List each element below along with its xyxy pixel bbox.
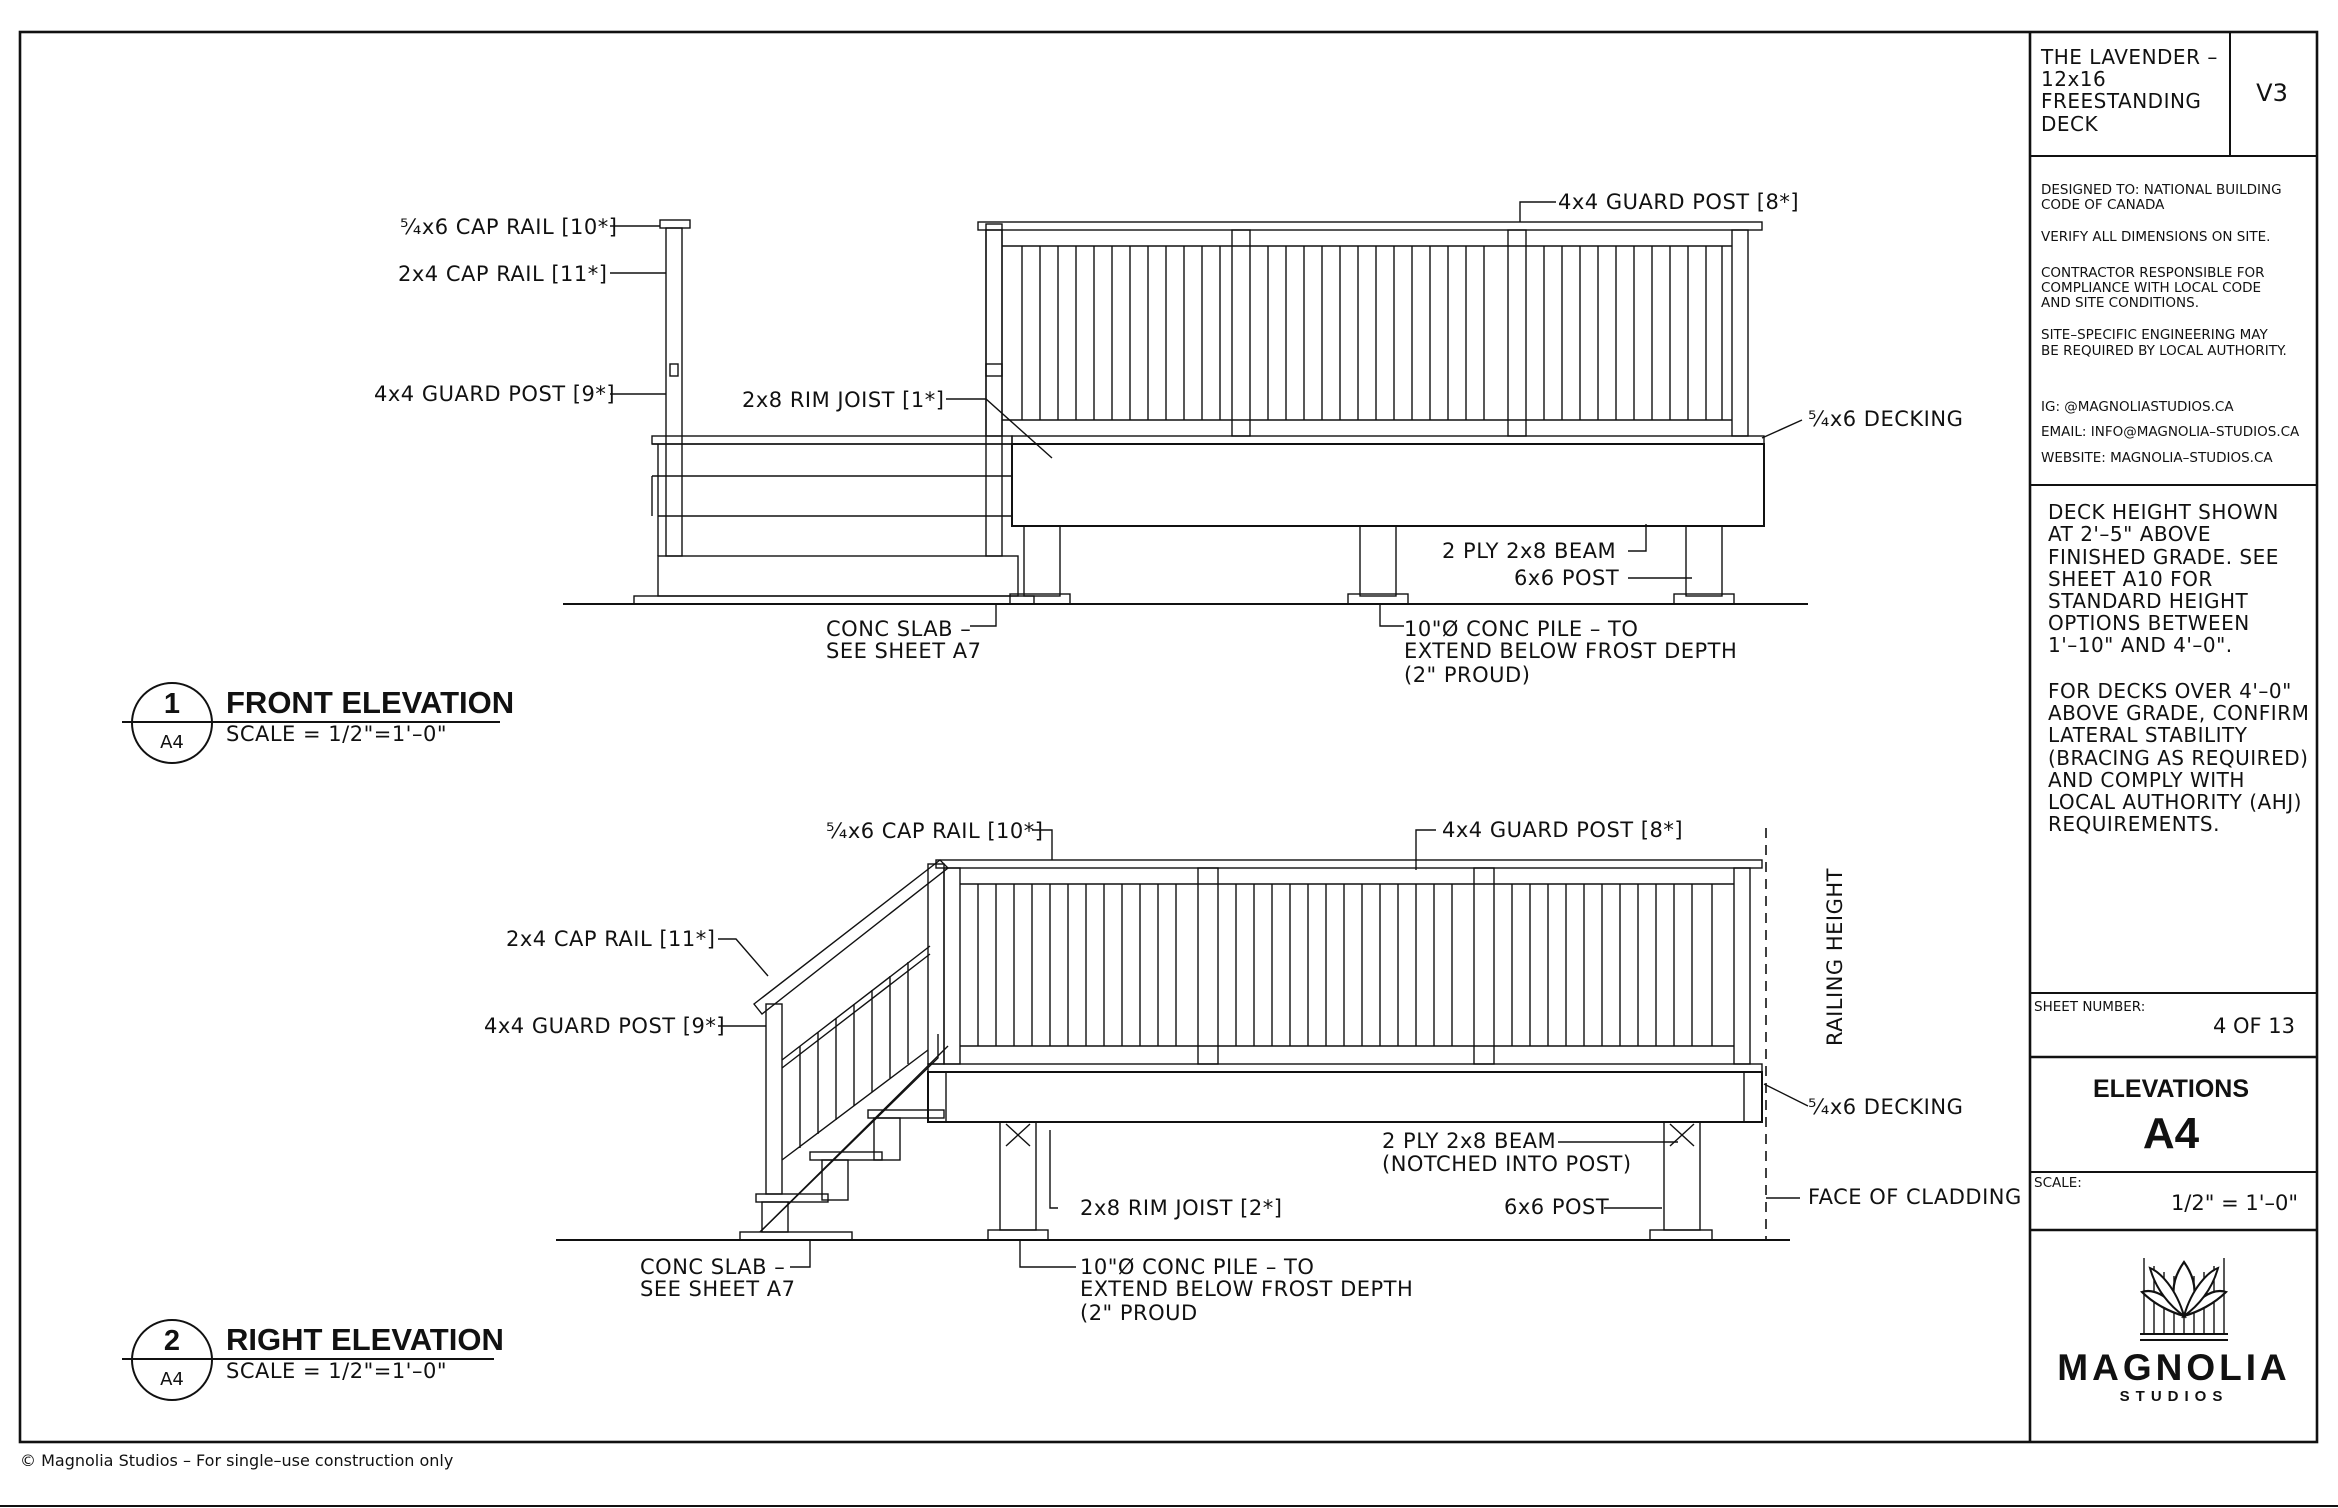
contacts: IG: @MAGNOLIASTUDIOS.CA EMAIL: INFO@MAGN… <box>2041 399 2300 466</box>
note-line: (BRACING AS REQUIRED) <box>2048 746 2308 770</box>
note-line: SHEET A10 FOR <box>2048 567 2213 591</box>
guard-post-label: 4x4 GUARD POST [8*] <box>1558 190 1799 214</box>
note-line: BE REQUIRED BY LOCAL AUTHORITY. <box>2041 343 2287 359</box>
beam-label: 2 PLY 2x8 BEAM <box>1382 1129 1556 1153</box>
view-scale: SCALE = 1/2"=1'–0" <box>226 1359 447 1383</box>
view-sheet-ref: A4 <box>160 1369 184 1390</box>
right-leaders <box>718 829 1809 1268</box>
note-line: AT 2'–5" ABOVE <box>2048 522 2211 546</box>
project-line: FREESTANDING <box>2041 89 2201 113</box>
project-line: 12x16 <box>2041 67 2106 91</box>
note-line: DESIGNED TO: NATIONAL BUILDING <box>2041 182 2282 198</box>
magnolia-logo-icon <box>2139 1258 2229 1341</box>
railing-height-label: RAILING HEIGHT <box>1823 868 1847 1046</box>
logo-subtitle: STUDIOS <box>2120 1388 2229 1405</box>
cap-rail-label: ⁵⁄₄x6 CAP RAIL [10*] <box>826 819 1043 843</box>
decking-label: ⁵⁄₄x6 DECKING <box>1808 407 1963 431</box>
note-line: VERIFY ALL DIMENSIONS ON SITE. <box>2041 229 2270 245</box>
note-line: STANDARD HEIGHT <box>2048 589 2248 613</box>
note-line: FOR DECKS OVER 4'–0" <box>2048 679 2292 703</box>
deck-height-notes: DECK HEIGHT SHOWN AT 2'–5" ABOVE FINISHE… <box>2048 500 2309 836</box>
front-labels: ⁵⁄₄x6 CAP RAIL [10*] 2x4 CAP RAIL [11*] … <box>374 190 1963 687</box>
footer-copyright: © Magnolia Studios – For single–use cons… <box>20 1451 453 1470</box>
cladding-label: FACE OF CLADDING <box>1808 1185 2022 1209</box>
note-line: COMPLIANCE WITH LOCAL CODE <box>2041 280 2261 296</box>
website-text: WEBSITE: MAGNOLIA–STUDIOS.CA <box>2041 450 2273 466</box>
slab-label: CONC SLAB – <box>640 1255 785 1279</box>
guard-post-label: 4x4 GUARD POST [9*] <box>484 1014 725 1038</box>
post-label: 6x6 POST <box>1504 1195 1609 1219</box>
note-line: CONTRACTOR RESPONSIBLE FOR <box>2041 265 2264 281</box>
rim-joist-label: 2x8 RIM JOIST [1*] <box>742 388 944 412</box>
note-line: REQUIREMENTS. <box>2048 812 2220 836</box>
sheet-id: A4 <box>2143 1109 2200 1158</box>
slab-label: CONC SLAB – <box>826 617 971 641</box>
note-line: AND SITE CONDITIONS. <box>2041 295 2199 311</box>
view-number: 1 <box>164 688 180 720</box>
note-line: CODE OF CANADA <box>2041 197 2165 213</box>
pile-label: (2" PROUD <box>1080 1301 1198 1325</box>
note-line: ABOVE GRADE, CONFIRM <box>2048 701 2309 725</box>
front-elevation-drawing <box>563 219 1808 605</box>
right-view-title: 2 A4 RIGHT ELEVATION SCALE = 1/2"=1'–0" <box>122 1319 504 1401</box>
pile-label: 10"Ø CONC PILE – TO <box>1080 1255 1314 1279</box>
slab-label: SEE SHEET A7 <box>826 639 981 663</box>
project-name: THE LAVENDER – 12x16 FREESTANDING DECK <box>2040 45 2218 136</box>
right-labels: ⁵⁄₄x6 CAP RAIL [10*] 4x4 GUARD POST [8*]… <box>484 818 2022 1325</box>
guard-post-label: 4x4 GUARD POST [9*] <box>374 382 615 406</box>
sheet-border <box>18 30 2319 1444</box>
view-title: FRONT ELEVATION <box>226 685 514 720</box>
version-label: V3 <box>2256 79 2288 107</box>
cap-rail-label: 2x4 CAP RAIL [11*] <box>506 927 715 951</box>
beam-label: (NOTCHED INTO POST) <box>1382 1152 1632 1176</box>
view-title: RIGHT ELEVATION <box>226 1322 504 1357</box>
general-requirements: DESIGNED TO: NATIONAL BUILDING CODE OF C… <box>2041 182 2287 359</box>
project-line: DECK <box>2041 112 2099 136</box>
note-line: LOCAL AUTHORITY (AHJ) <box>2048 790 2302 814</box>
slab-label: SEE SHEET A7 <box>640 1277 795 1301</box>
scale-value: 1/2" = 1'–0" <box>2171 1191 2298 1215</box>
beam-label: 2 PLY 2x8 BEAM <box>1442 539 1616 563</box>
instagram-text: IG: @MAGNOLIASTUDIOS.CA <box>2041 399 2234 415</box>
email-text: EMAIL: INFO@MAGNOLIA–STUDIOS.CA <box>2041 424 2300 440</box>
sheet-title: ELEVATIONS <box>2093 1075 2249 1103</box>
sheet-number-label: SHEET NUMBER: <box>2034 999 2145 1015</box>
project-line: THE LAVENDER – <box>2040 45 2218 69</box>
view-number: 2 <box>164 1325 180 1357</box>
cap-rail-label: 2x4 CAP RAIL [11*] <box>398 262 607 286</box>
pile-label: 10"Ø CONC PILE – TO <box>1404 617 1638 641</box>
front-view-title: 1 A4 FRONT ELEVATION SCALE = 1/2"=1'–0" <box>122 682 514 764</box>
note-line: FINISHED GRADE. SEE <box>2048 545 2279 569</box>
view-scale: SCALE = 1/2"=1'–0" <box>226 722 447 746</box>
note-line: LATERAL STABILITY <box>2048 723 2248 747</box>
sheet-number: 4 OF 13 <box>2213 1014 2295 1038</box>
note-line: OPTIONS BETWEEN <box>2048 611 2250 635</box>
note-line: SITE–SPECIFIC ENGINEERING MAY <box>2041 327 2268 343</box>
right-elevation-drawing <box>556 828 1790 1241</box>
scale-label: SCALE: <box>2034 1175 2082 1191</box>
decking-label: ⁵⁄₄x6 DECKING <box>1808 1095 1963 1119</box>
logo-name: MAGNOLIA <box>2057 1347 2290 1388</box>
note-line: DECK HEIGHT SHOWN <box>2048 500 2279 524</box>
pile-label: (2" PROUD) <box>1404 663 1530 687</box>
view-sheet-ref: A4 <box>160 732 184 753</box>
guard-post-label: 4x4 GUARD POST [8*] <box>1442 818 1683 842</box>
rim-joist-label: 2x8 RIM JOIST [2*] <box>1080 1196 1282 1220</box>
post-label: 6x6 POST <box>1514 566 1619 590</box>
note-line: 1'–10" AND 4'–0". <box>2048 633 2233 657</box>
note-line: AND COMPLY WITH <box>2048 768 2245 792</box>
cap-rail-label: ⁵⁄₄x6 CAP RAIL [10*] <box>400 215 617 239</box>
pile-label: EXTEND BELOW FROST DEPTH <box>1080 1277 1413 1301</box>
title-block: THE LAVENDER – 12x16 FREESTANDING DECK V… <box>2028 32 2317 1442</box>
pile-label: EXTEND BELOW FROST DEPTH <box>1404 639 1737 663</box>
front-leaders <box>610 201 1803 627</box>
